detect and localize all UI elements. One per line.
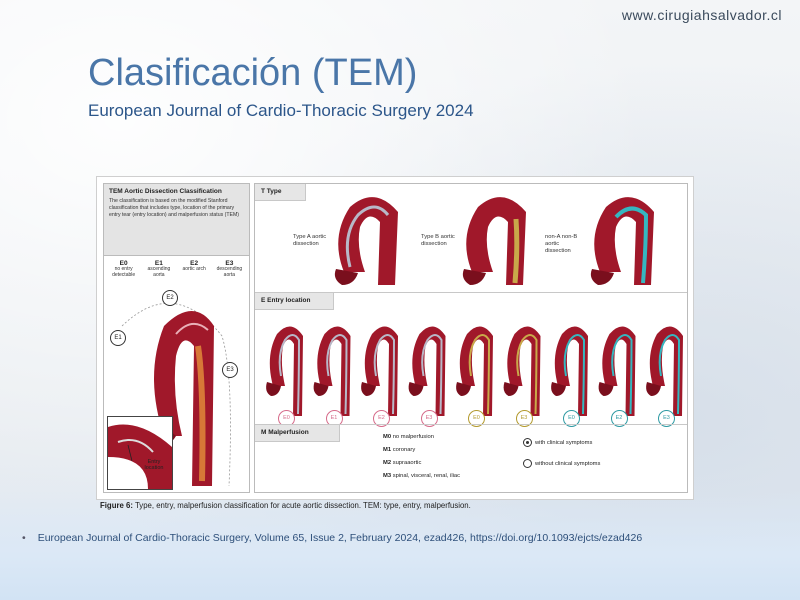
reference-citation: • European Journal of Cardio-Thoracic Su… [22,532,642,544]
tem-panel-description: The classification is based on the modif… [109,198,240,219]
entry-aorta-4 [408,326,446,416]
filled-circle-icon [523,438,532,447]
malp-code: M0 [383,434,392,440]
slide-bottom-band [0,490,800,600]
entry-code-circle: E2 [373,410,390,427]
entry-desc: aortic arch [182,266,206,272]
entry-code-circle: E3 [658,410,675,427]
entry-aorta-9 [646,326,683,416]
reference-text: European Journal of Cardio-Thoracic Surg… [37,532,643,544]
entry-aorta-3 [361,326,398,416]
e1-label: E1 [110,330,126,346]
entry-code-circle: E0 [468,410,485,427]
non-ab-label: non-A non-B aortic dissection [545,234,578,254]
figure-caption: Figure 6: Type, entry, malperfusion clas… [100,501,471,510]
type-section-heading: T Type [255,184,306,201]
non-ab-aorta [590,197,654,285]
symptom-text: without clinical symptoms [535,460,601,467]
malp-code: M2 [383,460,392,466]
malp-m2: M2 supraaortic [383,460,421,466]
type-illustrations [334,197,654,285]
entry-code-circle: E2 [610,410,628,427]
section-divider [255,424,687,425]
entry-location-inset: Entry location [107,416,173,490]
symptom-with: with clinical symptoms [523,438,592,447]
figure-tem-classification: TEM Aortic Dissection Classification The… [96,176,694,500]
malp-m1: M1 coronary [383,447,415,453]
tem-info-box: TEM Aortic Dissection Classification The… [104,184,249,256]
entry-aorta-6 [503,326,541,416]
type-a-label: Type A aortic dissection [293,234,327,247]
slide-subtitle: European Journal of Cardio-Thoracic Surg… [88,101,474,120]
symptom-without: without clinical symptoms [523,459,600,468]
tem-left-panel: TEM Aortic Dissection Classification The… [103,183,250,493]
slide-title: Clasificación (TEM) [88,52,418,94]
entry-desc: ascending aorta [147,266,171,278]
entry-code-legend: E0 no entry detectable E1 ascending aort… [104,256,249,278]
malp-m0: M0 no malperfusion [383,434,434,440]
caption-text: Type, entry, malperfusion classification… [134,501,471,510]
malp-code: M1 [383,447,392,453]
inset-illustration [108,424,172,489]
entry-code-circle: E0 [563,410,580,427]
entry-section-heading: E Entry location [255,293,334,310]
entry-code-circle: E3 [420,410,438,427]
entry-code-e3: E3 descending aorta [212,260,246,278]
entry-aorta-1 [266,326,303,416]
entry-code-e0: E0 no entry detectable [107,260,141,278]
e3-label: E3 [222,362,238,378]
e2-label: E2 [162,290,178,306]
malp-desc: no malperfusion [392,434,434,440]
type-b-label: Type B aortic dissection [421,234,455,247]
bullet-icon: • [22,532,26,544]
site-url: www.cirugiahsalvador.cl [621,7,782,23]
entry-desc: descending aorta [216,266,243,278]
entry-code-e2: E2 aortic arch [177,260,211,278]
entry-aorta-8 [598,326,636,416]
entry-code: E3 [225,260,234,267]
entry-code-e1: E1 ascending aorta [142,260,176,278]
empty-circle-icon [523,459,532,468]
symptom-text: with clinical symptoms [535,439,593,446]
malp-desc: spinal, visceral, renal, iliac [392,473,461,479]
entry-code: E1 [154,260,163,267]
tem-panel-title: TEM Aortic Dissection Classification [109,188,222,195]
tem-right-panel: T Type Type A aortic dissection Type B a… [254,183,688,493]
malp-code: M3 [383,473,392,479]
entry-code-circle: E3 [515,410,533,427]
entry-desc: no entry detectable [112,266,136,278]
malp-m3: M3 spinal, visceral, renal, iliac [383,473,460,479]
entry-illustrations [266,326,683,416]
entry-aorta-5 [456,326,493,416]
entry-code: E0 [119,260,128,267]
malp-desc: coronary [392,447,416,453]
caption-label: Figure 6: [100,501,133,510]
malp-desc: supraaortic [392,460,422,466]
type-a-aorta [334,197,398,285]
malperfusion-section-heading: M Malperfusion [255,425,340,442]
inset-label: Entry location [144,459,164,472]
type-b-aorta [462,197,526,285]
entry-aorta-2 [313,326,351,416]
section-divider [255,292,687,293]
entry-code: E2 [190,260,199,267]
entry-aorta-7 [551,326,588,416]
